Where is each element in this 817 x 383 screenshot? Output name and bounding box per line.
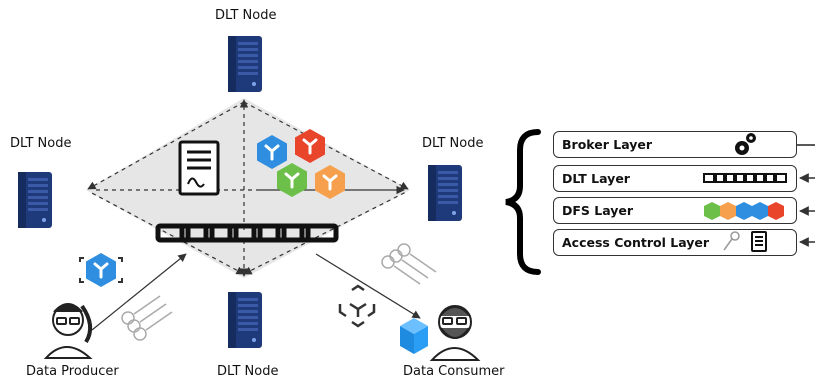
network-diamond: [86, 98, 410, 278]
layer-access-control-label: Access Control Layer: [562, 235, 710, 250]
layer-dlt: DLT Layer: [553, 165, 797, 192]
dlt-node-left-server-icon: [18, 172, 52, 228]
dlt-node-bottom-server-icon: [228, 292, 262, 348]
keys-icon-consumer: [381, 243, 437, 285]
dlt-node-right-server-icon: [428, 165, 462, 221]
cube-icon: [400, 318, 428, 354]
dlt-node-top-label: DLT Node: [215, 8, 277, 23]
layer-dlt-label: DLT Layer: [562, 171, 630, 186]
chain-icon: [155, 223, 339, 243]
layer-broker-label: Broker Layer: [562, 137, 653, 152]
layer-access-control: Access Control Layer: [553, 229, 797, 256]
consumer-arrow: [315, 253, 421, 319]
producer-hexagon-icon: [79, 251, 123, 289]
brace-icon: [505, 129, 541, 275]
layer-dfs-label: DFS Layer: [562, 203, 634, 218]
producer-arrow: [91, 253, 187, 331]
data-consumer-label: Data Consumer: [403, 364, 505, 379]
dlt-node-top-server-icon: [228, 36, 262, 92]
layer-broker: Broker Layer: [553, 131, 797, 158]
producer-avatar: [43, 303, 93, 359]
document-icon: [178, 140, 220, 196]
consumer-avatar: [429, 305, 481, 361]
keys-icon: [121, 295, 173, 341]
dlt-node-bottom-label: DLT Node: [217, 364, 279, 379]
dlt-node-left-label: DLT Node: [10, 136, 72, 151]
consumer-hexagon-outline-icon: [338, 284, 376, 328]
dlt-node-right-label: DLT Node: [422, 136, 484, 151]
layer-dfs: DFS Layer: [553, 197, 797, 224]
data-producer-label: Data Producer: [26, 364, 119, 379]
